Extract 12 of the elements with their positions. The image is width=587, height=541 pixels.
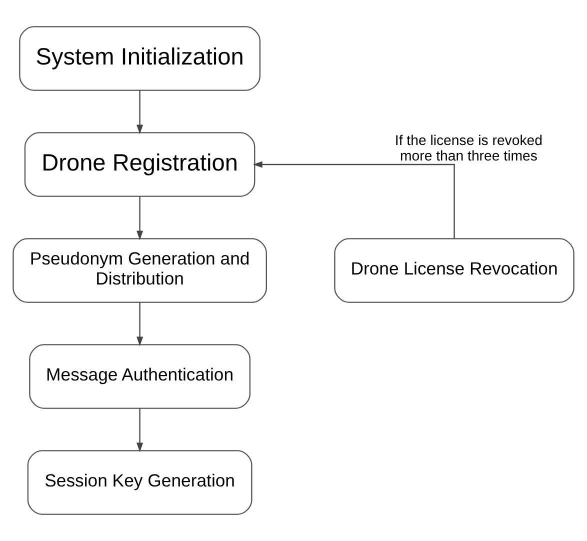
node-box: Drone License Revocation [334,238,574,303]
node-box: Session Key Generation [27,450,252,515]
edge-label: If the license is revoked more than three times [394,132,543,164]
arrow [252,161,455,239]
node-box: Drone Registration [24,132,256,197]
node-box: Message Authentication [29,344,251,409]
node-box: Pseudonym Generation and Distribution [12,238,267,303]
arrow [136,408,144,452]
arrow [136,302,144,346]
arrow [136,90,144,134]
arrow [136,196,144,240]
node-box: System Initialization [19,26,261,91]
